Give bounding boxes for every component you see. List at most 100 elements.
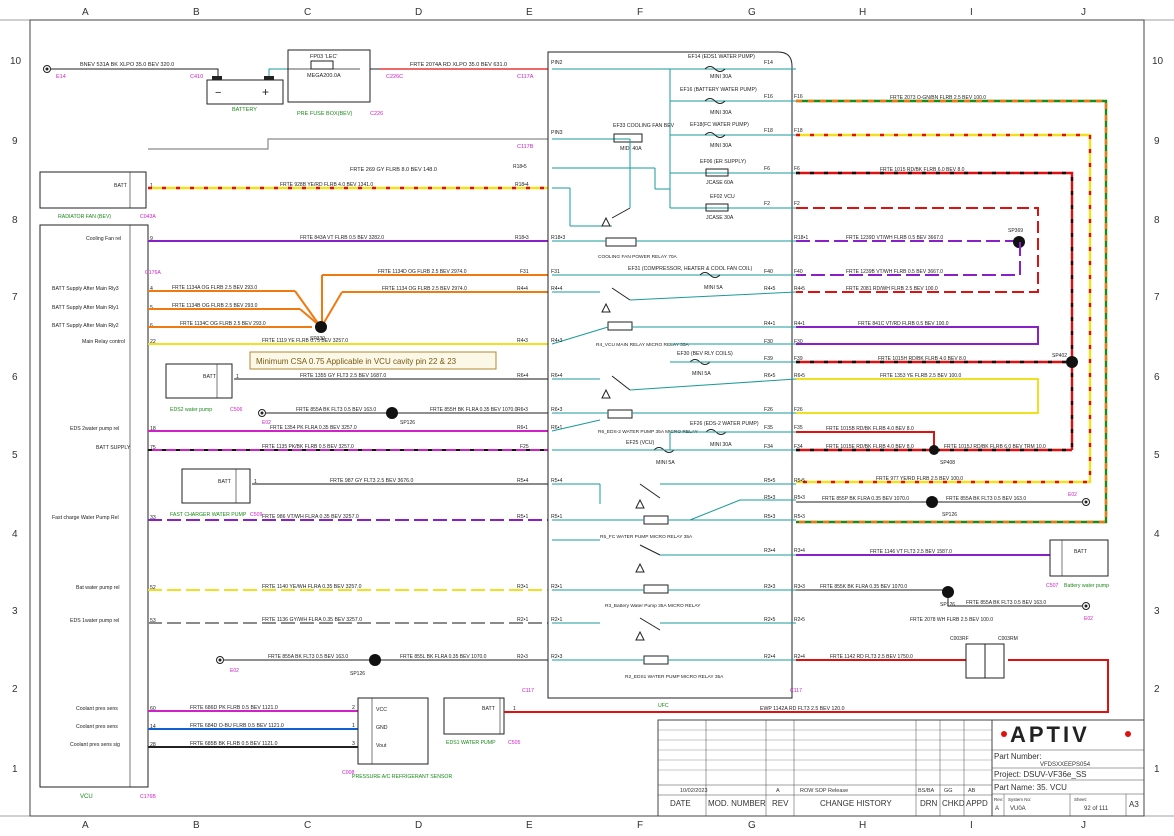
svg-text:6: 6 [1154, 372, 1160, 383]
svg-text:FRTE 685B BK FLRB 0.5 BEV 1121: FRTE 685B BK FLRB 0.5 BEV 1121.0 [190, 741, 278, 747]
svg-text:ROW SOP Release: ROW SOP Release [800, 788, 848, 794]
svg-text:53: 53 [150, 618, 156, 624]
svg-text:F30: F30 [794, 339, 803, 345]
svg-text:BATT Supply After Main Rly1: BATT Supply After Main Rly1 [52, 305, 119, 311]
svg-text:R2•1: R2•1 [551, 617, 562, 623]
svg-text:−: − [215, 87, 221, 99]
svg-text:R4•1: R4•1 [794, 321, 805, 327]
svg-text:Part Number:: Part Number: [994, 752, 1042, 761]
svg-text:R6•4: R6•4 [551, 373, 562, 379]
svg-text:VFDSXXEEPS054: VFDSXXEEPS054 [1040, 762, 1091, 768]
svg-text:R3•1: R3•1 [551, 584, 562, 590]
svg-text:10/02/2023: 10/02/2023 [680, 788, 708, 794]
svg-text:3: 3 [1154, 606, 1160, 617]
svg-text:I: I [970, 820, 973, 831]
svg-text:R2•5: R2•5 [764, 617, 775, 623]
svg-text:FRTE 1134B OG FLRB 2.5 BEV 293: FRTE 1134B OG FLRB 2.5 BEV 293.0 [172, 303, 258, 309]
svg-text:FRTE 855L BK FLRA 0.35 BEV 107: FRTE 855L BK FLRA 0.35 BEV 1070.0 [400, 654, 487, 660]
svg-text:R6•5: R6•5 [794, 373, 805, 379]
svg-text:2: 2 [12, 684, 18, 695]
svg-text:FRTE 855H BK FLRA 0.35 BEV 107: FRTE 855H BK FLRA 0.35 BEV 1070.0 [430, 407, 518, 413]
grid-rows-right: 10 9 8 7 6 5 4 3 2 1 [1152, 56, 1164, 775]
svg-text:FRTE 1140 YE/WH FLRA 0.35 BEV: FRTE 1140 YE/WH FLRA 0.35 BEV 3257.0 [262, 584, 362, 590]
svg-text:FRTE 684D O-BU FLRB 0.5 BEV 11: FRTE 684D O-BU FLRB 0.5 BEV 1121.0 [190, 723, 284, 729]
svg-text:F34: F34 [764, 444, 773, 450]
svg-text:FRTE 1239D VT/WH FLRB 0.5 BEV: FRTE 1239D VT/WH FLRB 0.5 BEV 3667.0 [846, 235, 943, 241]
svg-text:+: + [262, 85, 269, 99]
svg-text:9: 9 [150, 236, 153, 242]
svg-text:C043A: C043A [140, 214, 156, 220]
svg-text:SP408: SP408 [940, 460, 955, 466]
svg-text:E02: E02 [230, 668, 239, 674]
svg-text:75: 75 [150, 445, 156, 451]
battery-water-pump: BATT C507 Battery water pump [1046, 539, 1109, 589]
splice-sp330 [315, 321, 327, 333]
svg-text:C505: C505 [508, 740, 521, 746]
svg-text:7: 7 [12, 292, 18, 303]
svg-text:F31: F31 [551, 269, 560, 275]
svg-text:VU0A: VU0A [1010, 806, 1026, 812]
svg-text:G: G [748, 820, 756, 831]
svg-text:FP03 'LEC': FP03 'LEC' [310, 54, 337, 60]
svg-text:C003RM: C003RM [998, 636, 1018, 642]
fast-charger-water-pump: BATT 1 FAST CHARGER WATER PUMP C509 FRTE… [148, 468, 548, 624]
svg-text:A: A [82, 7, 89, 18]
svg-text:MINI 30A: MINI 30A [710, 74, 732, 80]
svg-text:4: 4 [12, 529, 18, 540]
svg-text:FRTE 2078 WH FLRB 2.5 BEV 100.: FRTE 2078 WH FLRB 2.5 BEV 100.0 [910, 617, 993, 623]
ground-row-1: SP126 FRTE 855A BK FLT3 0.5 BEV 163.0 FR… [258, 407, 548, 426]
svg-text:F6: F6 [764, 166, 770, 172]
svg-text:6: 6 [12, 372, 18, 383]
svg-text:System No:: System No: [1008, 797, 1031, 802]
svg-text:1: 1 [1154, 764, 1160, 775]
svg-text:R4•3: R4•3 [517, 338, 528, 344]
svg-text:R3•3: R3•3 [764, 584, 775, 590]
svg-text:MINI 5A: MINI 5A [692, 371, 711, 377]
svg-text:F2: F2 [764, 201, 770, 207]
svg-text:VCC: VCC [376, 707, 387, 713]
svg-text:SP369: SP369 [1008, 228, 1023, 234]
svg-text:E02: E02 [262, 420, 271, 426]
svg-text:FRTE 855A BK FLT3 0.5 BEV 163.: FRTE 855A BK FLT3 0.5 BEV 163.0 [966, 600, 1046, 606]
svg-text:R5•1: R5•1 [517, 514, 528, 520]
svg-text:C410: C410 [190, 74, 203, 80]
wire-frte-2074a: FRTE 2074A RD XLPO 35.0 BEV 631.0 [410, 62, 507, 68]
svg-text:7: 7 [1154, 292, 1160, 303]
svg-text:J: J [1081, 820, 1086, 831]
svg-text:R5•3: R5•3 [794, 514, 805, 520]
svg-text:FRTE 1134C OG FLRB 2.5 BEV 293: FRTE 1134C OG FLRB 2.5 BEV 293.0 [180, 321, 266, 327]
svg-text:E02: E02 [1068, 492, 1077, 498]
svg-text:C226C: C226C [386, 74, 403, 80]
svg-text:I: I [970, 7, 973, 18]
svg-text:FRTE 1015B RD/BK FLRB 4.0 BEV: FRTE 1015B RD/BK FLRB 4.0 BEV 8.0 [826, 426, 914, 432]
svg-text:FRTE 1015E RD/BK FLRB 4.0 BEV: FRTE 1015E RD/BK FLRB 4.0 BEV 8.0 [826, 444, 914, 450]
svg-text:DATE: DATE [670, 799, 691, 808]
svg-text:EF31 (COMPRESSOR, HEATER & COO: EF31 (COMPRESSOR, HEATER & COOL FAN COIL… [628, 266, 753, 272]
left-wires: FRTE 928B YE/RD FLRB 4.0 BEV 1341.0 R18•… [148, 164, 548, 345]
svg-text:R5•5: R5•5 [794, 478, 805, 484]
svg-text:FRTE 841C VT/RD FLRB 0.5 BEV 1: FRTE 841C VT/RD FLRB 0.5 BEV 100.0 [858, 321, 949, 327]
svg-text:18: 18 [150, 426, 156, 432]
svg-text:Part Name: 35. VCU: Part Name: 35. VCU [994, 783, 1067, 792]
svg-text:EF14 (EDS1 WATER PUMP): EF14 (EDS1 WATER PUMP) [688, 54, 755, 60]
svg-text:EWP 1142A RD FLT3 2.5 BEV 120.: EWP 1142A RD FLT3 2.5 BEV 120.0 [760, 706, 845, 712]
ground-e14 [43, 65, 51, 73]
svg-text:R18•3: R18•3 [515, 235, 529, 241]
svg-text:F18: F18 [764, 128, 773, 134]
svg-text:C176A: C176A [145, 270, 161, 276]
svg-text:FRTE 1354 PK FLRA 0.35 BEV 325: FRTE 1354 PK FLRA 0.35 BEV 3257.0 [270, 425, 357, 431]
svg-text:R5•3: R5•3 [794, 495, 805, 501]
svg-text:FAST CHARGER WATER PUMP: FAST CHARGER WATER PUMP [170, 512, 247, 518]
svg-text:FRTE 2081 RD/WH FLRB 2.5 BEV 1: FRTE 2081 RD/WH FLRB 2.5 BEV 100.0 [846, 286, 938, 292]
splice-sp126-b [369, 654, 381, 666]
svg-text:33: 33 [150, 515, 156, 521]
eds1-water-pump: BATT 1 EDS1 WATER PUMP C505 EWP 1142A RD… [443, 659, 1109, 746]
svg-text:1: 1 [352, 723, 355, 729]
svg-text:E02: E02 [1084, 616, 1093, 622]
svg-text:F25: F25 [520, 444, 529, 450]
svg-text:Fast charge Water Pump Rel: Fast charge Water Pump Rel [52, 515, 119, 521]
svg-text:R5•4: R5•4 [517, 478, 528, 484]
svg-text:60: 60 [150, 706, 156, 712]
svg-text:8: 8 [1154, 215, 1160, 226]
svg-text:R3•1: R3•1 [517, 584, 528, 590]
